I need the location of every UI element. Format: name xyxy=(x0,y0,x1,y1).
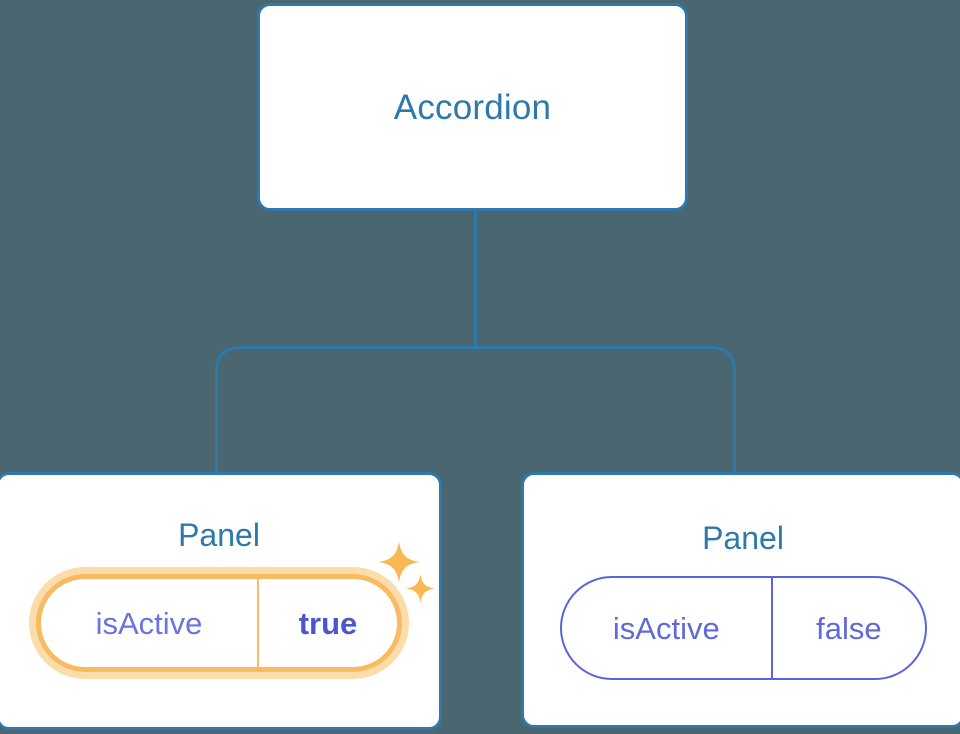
node-title: Panel xyxy=(702,520,784,556)
tree-node-accordion[interactable]: Accordion xyxy=(257,3,688,211)
connector-branch-right xyxy=(475,346,736,474)
node-title: Accordion xyxy=(393,87,552,127)
prop-key: isActive xyxy=(41,579,259,667)
connector-branch-left xyxy=(215,346,476,474)
tree-node-panel-inactive[interactable]: Panel isActive false xyxy=(521,472,960,728)
prop-pill[interactable]: isActive true xyxy=(36,574,402,672)
prop-pill[interactable]: isActive false xyxy=(559,576,927,680)
prop-value: false xyxy=(816,610,882,646)
prop-key: isActive xyxy=(562,578,774,678)
prop-value: true xyxy=(298,605,358,641)
prop-pill-highlighted[interactable]: isActive true xyxy=(29,567,409,679)
tree-node-panel-active[interactable]: Panel isActive true xyxy=(0,472,442,730)
node-title: Panel xyxy=(178,517,260,553)
